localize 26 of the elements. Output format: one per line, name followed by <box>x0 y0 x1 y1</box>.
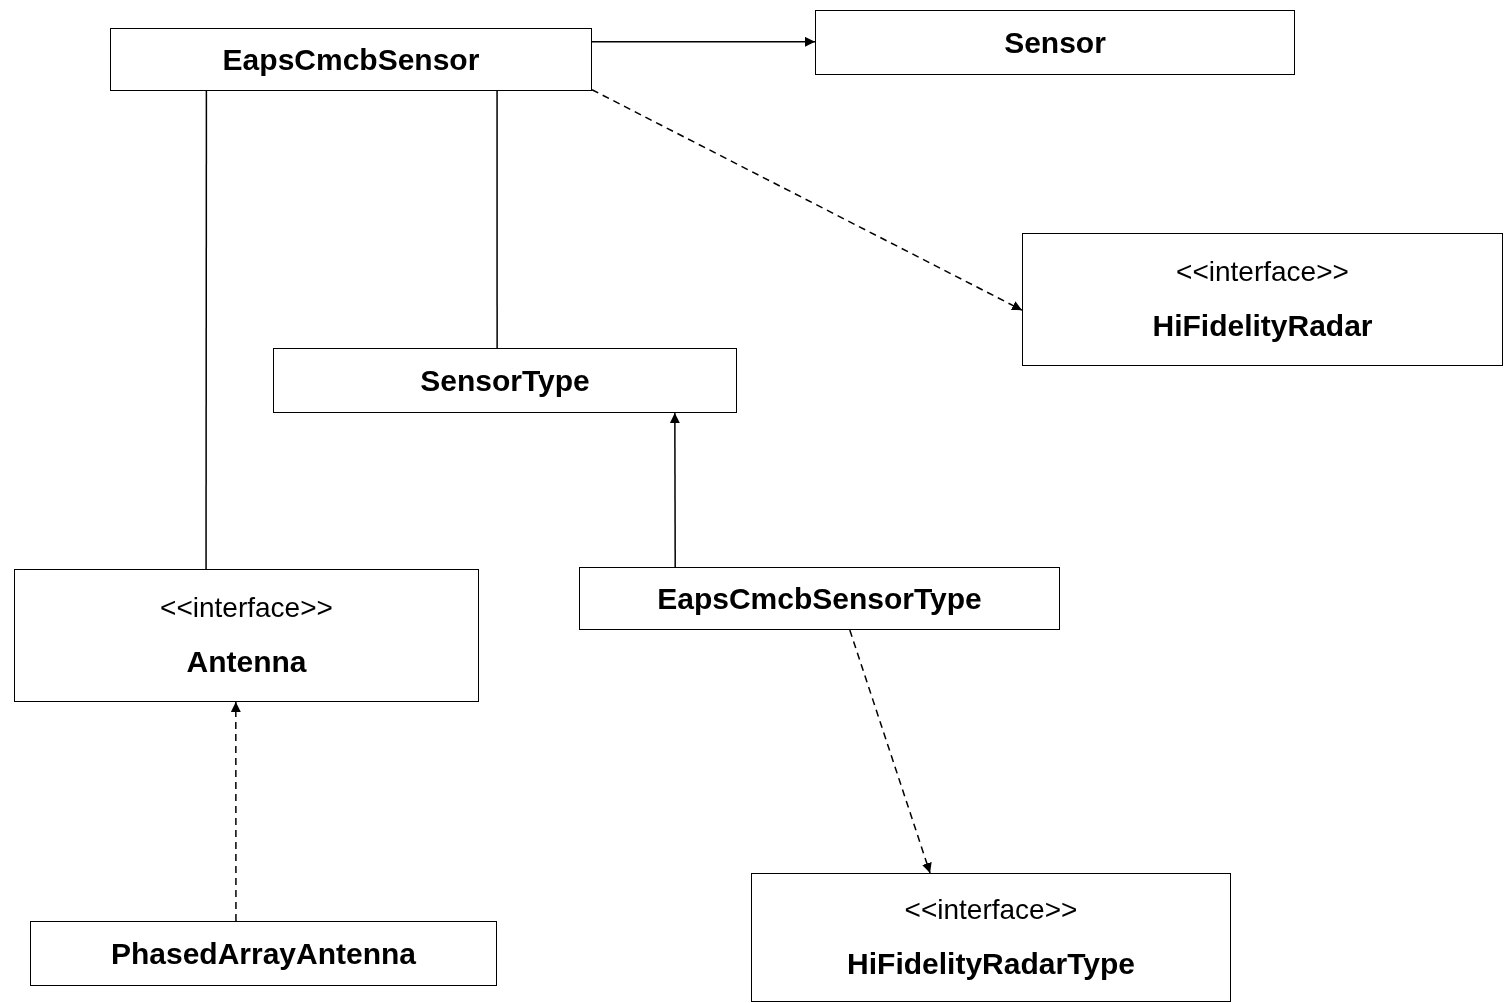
class-name: HiFidelityRadarType <box>847 946 1135 981</box>
arrow <box>230 701 241 922</box>
class-box <box>579 567 1060 630</box>
interface-box <box>14 569 479 702</box>
arrow <box>669 412 680 568</box>
class-box <box>110 28 592 91</box>
class-name: HiFidelityRadar <box>1152 309 1373 344</box>
class-box <box>30 921 497 986</box>
stereotype-label: <<interface>> <box>904 894 1078 927</box>
arrow <box>591 89 1023 311</box>
stereotype-label: <<interface>> <box>1176 255 1349 288</box>
class-name: SensorType <box>420 363 590 398</box>
class-box <box>815 10 1295 75</box>
class-name: EapsCmcbSensor <box>222 42 480 77</box>
class-name: EapsCmcbSensorType <box>657 581 982 616</box>
class-box <box>273 348 737 413</box>
class-name: Sensor <box>1004 25 1106 60</box>
arrow <box>591 36 816 47</box>
stereotype-label: <<interface>> <box>160 591 333 624</box>
interface-box <box>1022 233 1503 366</box>
association-line <box>496 90 498 349</box>
class-name: Antenna <box>186 645 307 680</box>
class-name: PhasedArrayAntenna <box>110 936 417 971</box>
interface-box <box>751 873 1231 1002</box>
association-line <box>205 90 208 570</box>
arrow <box>849 629 932 874</box>
